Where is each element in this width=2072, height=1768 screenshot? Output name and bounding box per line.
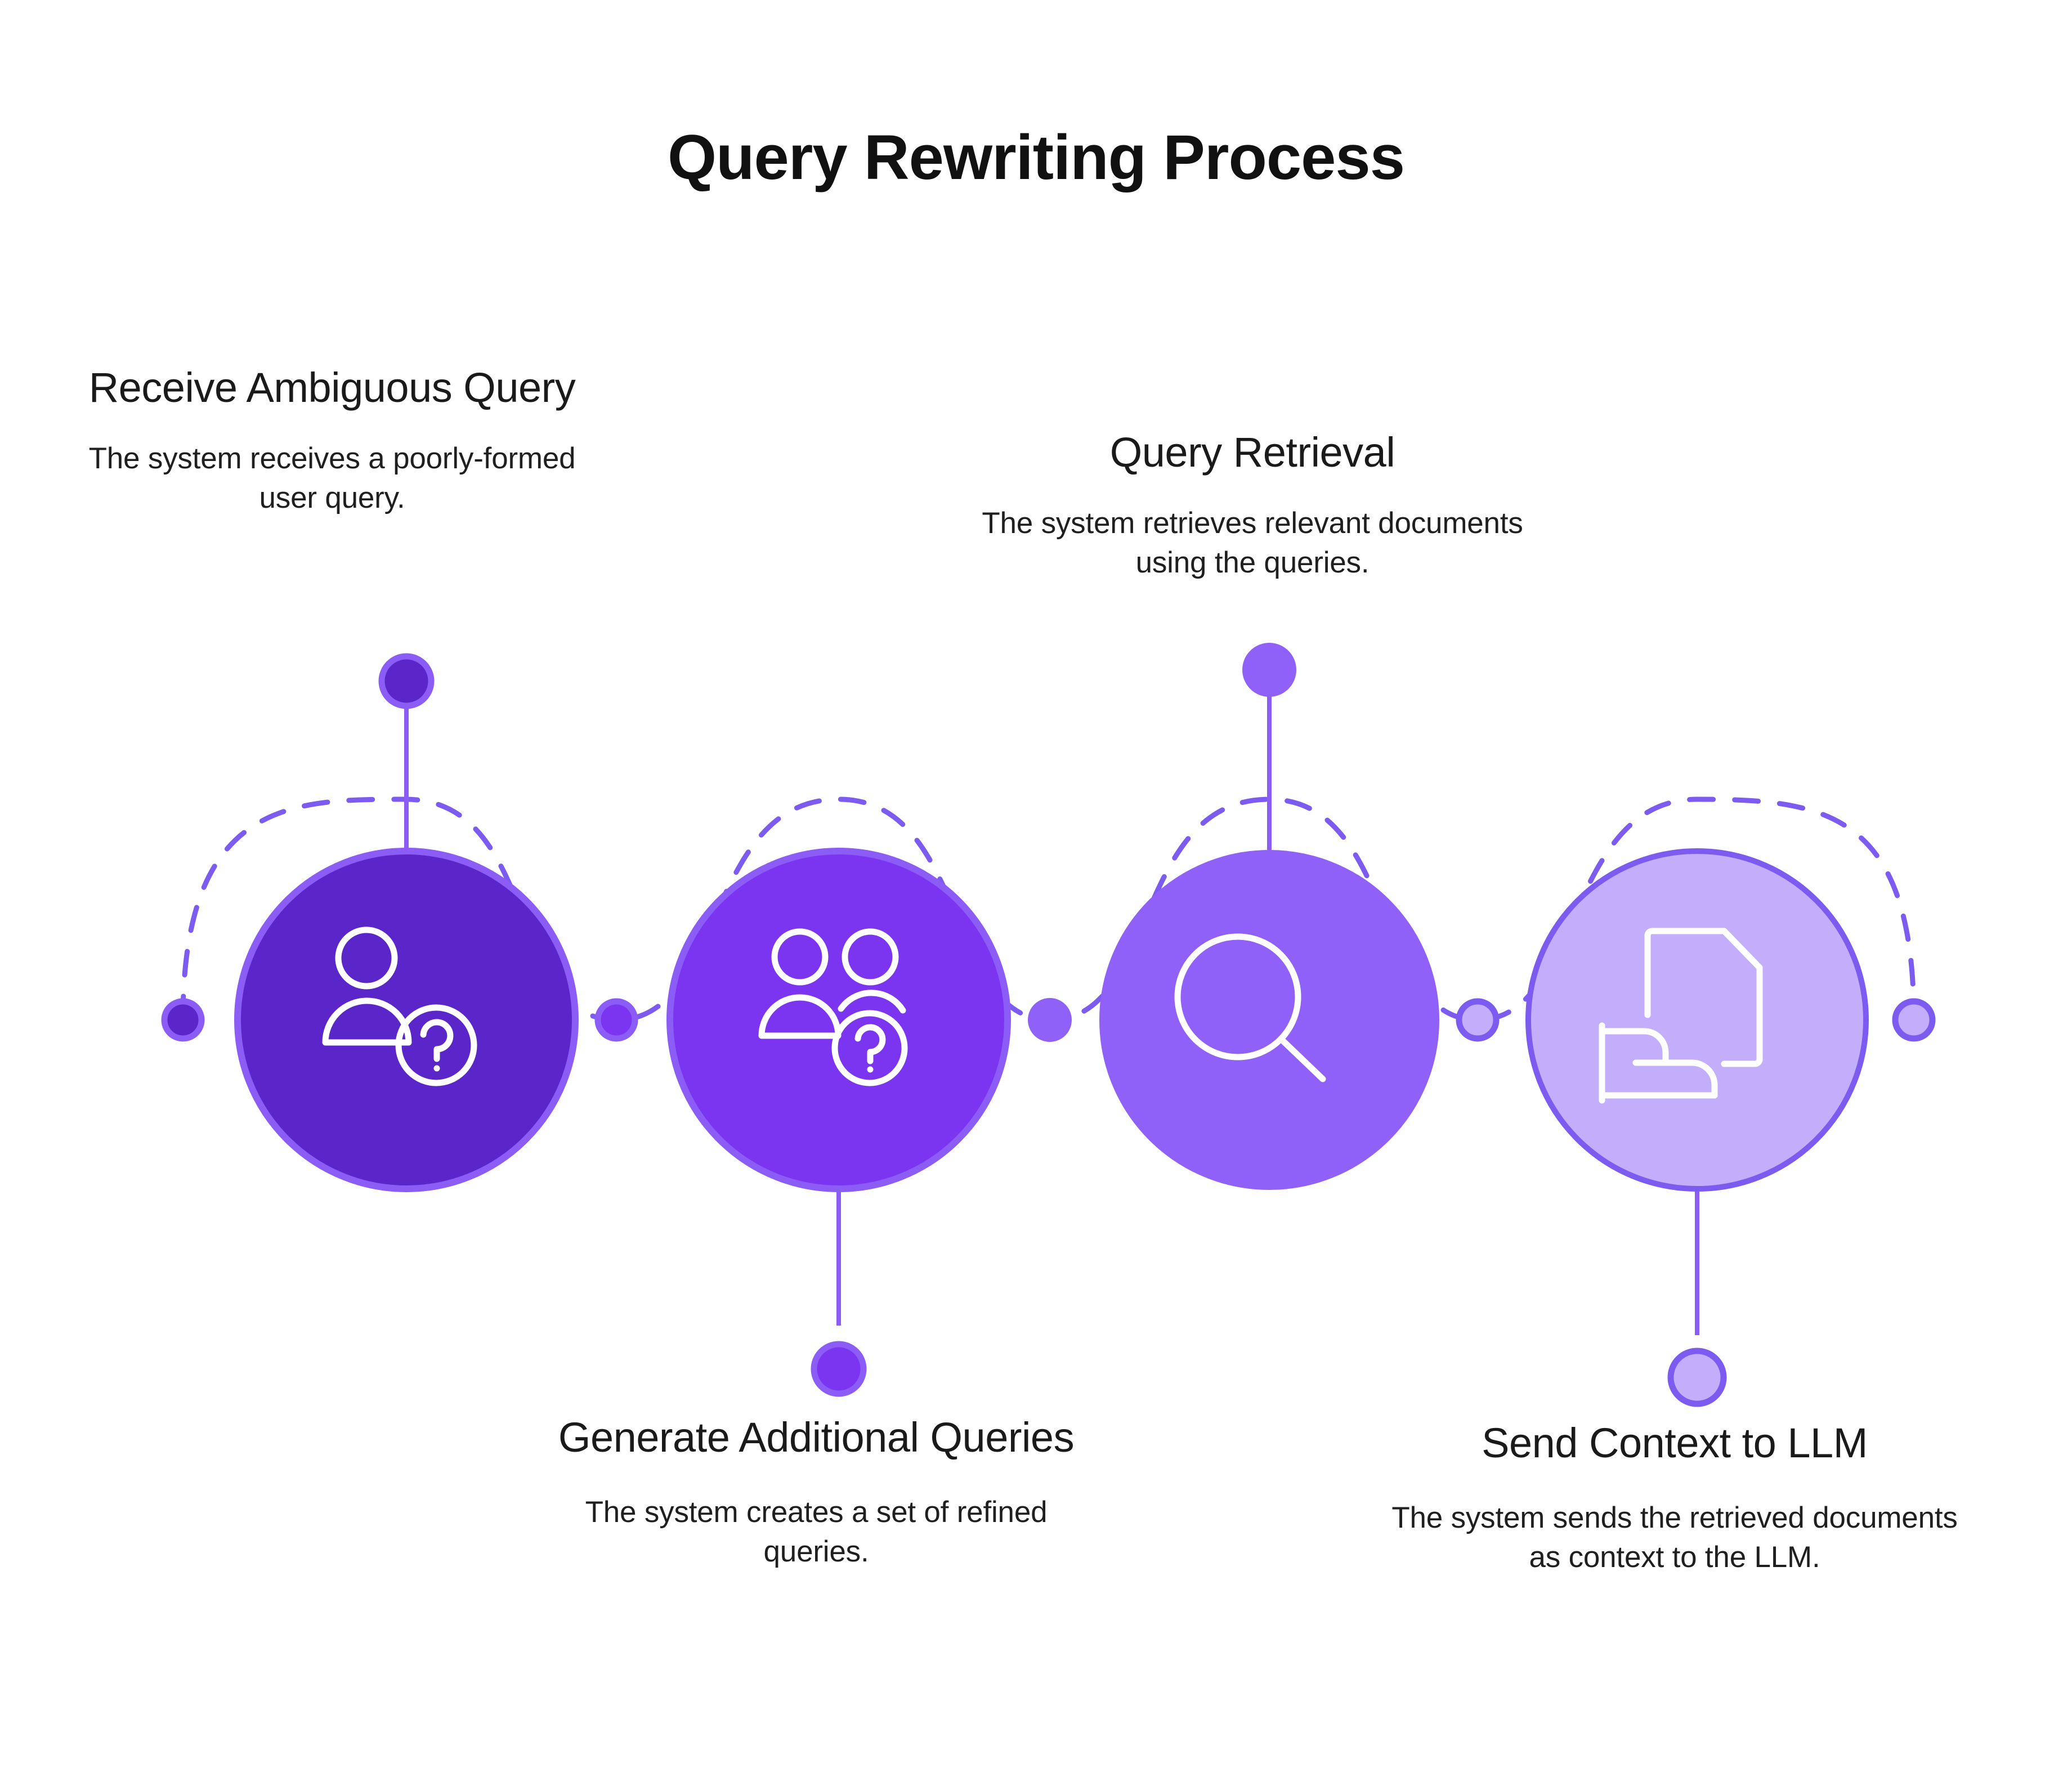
page-title: Query Rewriting Process bbox=[667, 122, 1405, 193]
step-description-2: The system creates a set of refined quer… bbox=[585, 1496, 1048, 1569]
step-circle-3[interactable] bbox=[1099, 850, 1439, 1190]
step-heading-1: Receive Ambiguous Query bbox=[88, 364, 576, 411]
connector-dot-1-2 bbox=[594, 998, 638, 1042]
stem-dot-step-2 bbox=[811, 1341, 867, 1397]
magnifier-icon bbox=[1174, 933, 1326, 1082]
step-text-block-2: Generate Additional Queries The system c… bbox=[535, 1413, 1098, 1572]
step-heading-4: Send Context to LLM bbox=[1482, 1420, 1868, 1466]
step-description-4: The system sends the retrieved documents… bbox=[1391, 1501, 1958, 1574]
connector-dot-start bbox=[161, 998, 205, 1042]
step-circle-4[interactable] bbox=[1525, 848, 1869, 1192]
people-question-icon bbox=[758, 928, 908, 1086]
stem-dot-step-3 bbox=[1242, 643, 1296, 697]
step-text-block-4: Send Context to LLM The system sends the… bbox=[1385, 1418, 1964, 1577]
step-text-block-3: Query Retrieval The system retrieves rel… bbox=[971, 428, 1534, 583]
step-text-block-1: Receive Ambiguous Query The system recei… bbox=[79, 363, 585, 518]
connector-dot-2-3 bbox=[1028, 998, 1072, 1042]
step-heading-3: Query Retrieval bbox=[1109, 429, 1395, 476]
connector-dot-3-4 bbox=[1456, 998, 1500, 1042]
step-heading-2: Generate Additional Queries bbox=[558, 1414, 1075, 1461]
step-circle-2[interactable] bbox=[666, 848, 1011, 1192]
stem-dot-step-4 bbox=[1667, 1348, 1727, 1407]
person-question-icon bbox=[322, 926, 477, 1086]
stem-dot-step-1 bbox=[378, 653, 435, 709]
step-description-1: The system receives a poorly-formed user… bbox=[88, 442, 576, 515]
step-description-3: The system retrieves relevant documents … bbox=[982, 507, 1523, 580]
connector-dot-end bbox=[1892, 998, 1936, 1042]
document-hand-icon bbox=[1599, 928, 1763, 1104]
